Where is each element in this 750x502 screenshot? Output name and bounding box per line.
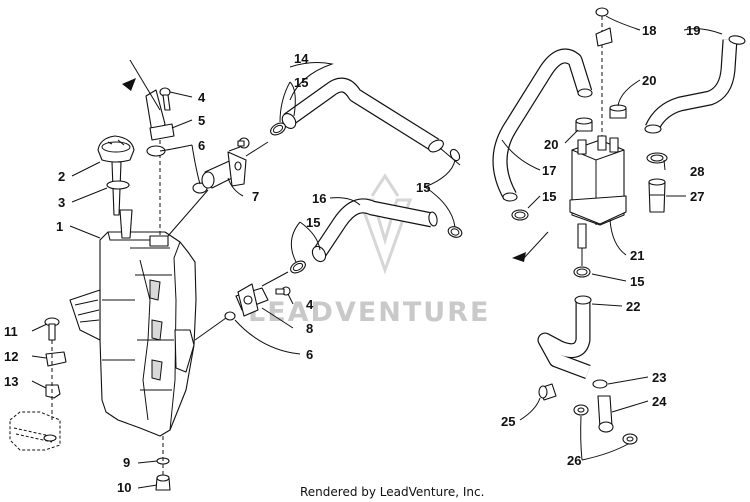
clip-12[interactable] (45, 351, 67, 367)
fitting-25[interactable] (538, 383, 557, 401)
callout-27: 27 (690, 189, 704, 204)
hose-14[interactable] (279, 77, 445, 154)
callout-15-a: 15 (294, 75, 308, 90)
callout-26: 26 (567, 453, 581, 468)
bolt-18[interactable] (595, 7, 613, 145)
callout-20-lower: 20 (544, 137, 558, 152)
callout-3: 3 (58, 195, 65, 210)
leadventure-watermark: LEADVENTURE (248, 173, 490, 328)
clamp-15-a[interactable] (269, 121, 288, 138)
bolt-4-right[interactable] (237, 137, 250, 149)
mount-bracket (9, 411, 61, 451)
callout-23: 23 (652, 370, 666, 385)
grommet-20-left[interactable] (575, 117, 593, 132)
pointer-arrow-right (512, 231, 549, 262)
callout-9: 9 (123, 455, 130, 470)
callout-21: 21 (630, 248, 644, 263)
o-ring-6-upper[interactable] (146, 145, 208, 194)
callout-10: 10 (117, 480, 131, 495)
elbow-fitting-7[interactable] (201, 151, 247, 189)
hose-19[interactable] (644, 35, 746, 134)
callout-22: 22 (626, 299, 640, 314)
callout-numbers: 1 2 3 4 4 5 6 6 7 8 9 10 11 12 13 14 15 … (4, 23, 704, 495)
callout-15-b: 15 (416, 180, 430, 195)
callout-5: 5 (198, 113, 205, 128)
callout-12: 12 (4, 349, 18, 364)
callout-6-upper: 6 (198, 138, 205, 153)
credit-text: Rendered by LeadVenture, Inc. (300, 485, 484, 499)
watermark-text: LEADVENTURE (248, 297, 490, 328)
o-ring-3[interactable] (106, 180, 130, 190)
bolt-11[interactable] (44, 317, 60, 341)
washer-23[interactable] (592, 379, 608, 389)
filter-27[interactable] (648, 178, 666, 213)
fill-cap-2[interactable] (97, 135, 135, 216)
callout-17: 17 (542, 163, 556, 178)
callout-14: 14 (294, 51, 309, 66)
fill-neck-5[interactable] (145, 89, 175, 236)
bolt-4-lower[interactable] (275, 286, 291, 296)
clamp-15-e[interactable] (511, 209, 529, 221)
callout-7: 7 (252, 189, 259, 204)
nut-13[interactable] (45, 384, 61, 399)
clamp-15-c[interactable] (289, 259, 308, 276)
elbow-fitting-8[interactable] (235, 283, 269, 317)
charcoal-canister-21[interactable] (569, 135, 627, 249)
o-ring-6-lower[interactable] (224, 311, 236, 321)
reservoir-tank[interactable] (69, 209, 197, 437)
clamp-15-f[interactable] (573, 266, 591, 278)
callout-13: 13 (4, 374, 18, 389)
drain-plug-10[interactable] (155, 474, 171, 491)
grommet-20-right[interactable] (609, 104, 627, 119)
callout-11: 11 (4, 324, 18, 339)
tube-24[interactable] (597, 395, 614, 433)
callout-16: 16 (312, 191, 326, 206)
callout-28: 28 (690, 164, 704, 179)
callout-15-e: 15 (630, 274, 644, 289)
callout-25: 25 (501, 414, 515, 429)
callout-8: 8 (306, 321, 313, 336)
pointer-arrow-left (122, 59, 161, 111)
callout-15-d: 15 (542, 189, 556, 204)
callout-20-upper: 20 (642, 73, 656, 88)
callout-2: 2 (58, 169, 65, 184)
bolt-4-upper[interactable] (159, 87, 171, 111)
washer-26-right[interactable] (622, 433, 638, 445)
callout-18: 18 (642, 23, 656, 38)
callout-15-c: 15 (306, 215, 320, 230)
clamp-28[interactable] (646, 152, 668, 164)
callout-4-upper: 4 (198, 90, 206, 105)
clamp-15-d[interactable] (447, 225, 464, 239)
callout-24: 24 (652, 394, 667, 409)
callout-19: 19 (686, 23, 700, 38)
leader-lines (31, 15, 723, 489)
clamp-15-b[interactable] (449, 148, 462, 162)
callout-6-lower: 6 (306, 347, 313, 362)
callout-1: 1 (56, 219, 63, 234)
callout-4-lower: 4 (306, 297, 314, 312)
hose-16[interactable] (310, 198, 438, 264)
hose-17[interactable] (492, 48, 593, 202)
tube-22[interactable] (537, 295, 592, 380)
washer-26-left[interactable] (573, 404, 589, 416)
